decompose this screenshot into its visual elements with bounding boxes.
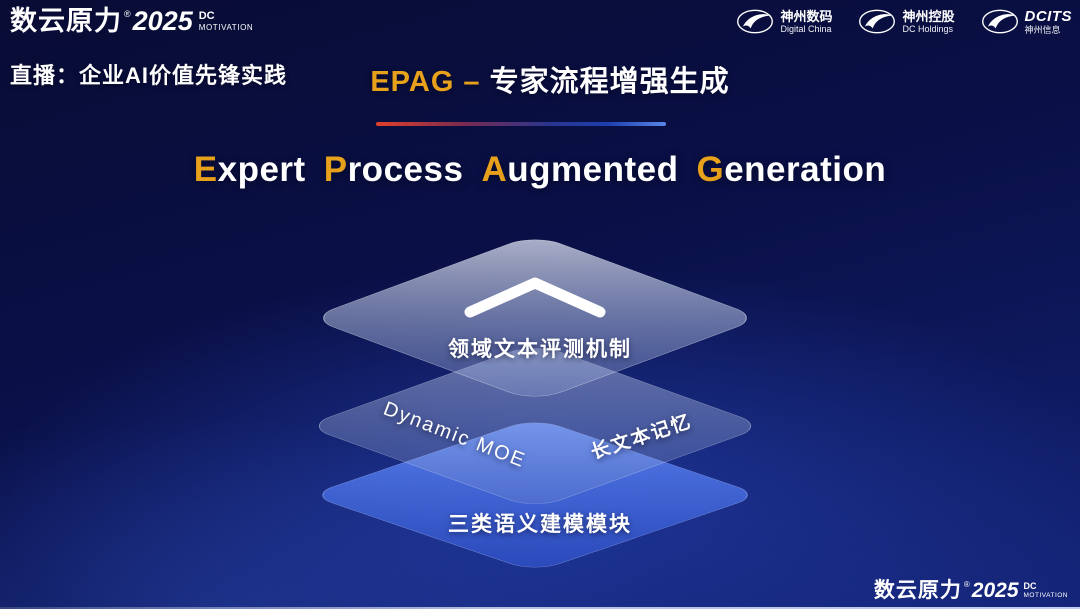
registered-mark: ® [124,9,131,19]
brand-logo: 数云原力 ® 2025 DC MOTIVATION [10,8,253,35]
stack-diagram [318,239,752,568]
bottom-divider [0,607,1080,609]
partner-sub: DC Holdings [902,23,954,34]
dc-holdings-logo-icon [859,9,896,34]
footer-brand-subtext: DC MOTIVATION [1023,581,1068,599]
chevron-up-icon [464,277,606,318]
dcits-logo-icon [981,9,1018,34]
partner-dcits: DCITS 神州信息 [981,8,1073,35]
layer-bottom-label: 三类语义建模模块 [448,513,632,536]
brand-name: 数云原力 [10,6,122,36]
partner-name: 神州数码 [780,8,833,24]
layer-middle [318,348,752,504]
partner-name: DCITS [1024,7,1072,25]
partner-name: 神州控股 [902,8,955,24]
partner-sub: 神州信息 [1024,24,1061,35]
slide-title: EPAG – 专家流程增强生成 [340,58,760,100]
partner-sub: Digital China [780,23,832,34]
layer-top [323,239,747,397]
title-divider [376,122,666,126]
brand-year: 2025 [132,6,193,36]
footer-brand-year: 2025 [971,579,1019,602]
footer-registered-mark: ® [963,580,970,589]
digital-china-logo-icon [737,9,774,34]
slide-title-highlight: EPAG – [370,66,490,98]
footer-brand-logo: 数云原力 ® 2025 DC MOTIVATION [874,580,1068,601]
partner-logos: 神州数码 Digital China 神州控股 DC Holdings DCIT… [736,8,1072,35]
brand-subtext: DC MOTIVATION [198,10,254,32]
footer-brand-name: 数云原力 [873,579,962,602]
layer-top-label: 领域文本评测机制 [448,338,632,361]
live-label: 直播：企业AI价值先锋实践 [10,63,288,88]
partner-digital-china: 神州数码 Digital China [736,8,832,35]
slide-title-rest: 专家流程增强生成 [489,66,730,98]
partner-dc-holdings: 神州控股 DC Holdings [858,8,955,35]
